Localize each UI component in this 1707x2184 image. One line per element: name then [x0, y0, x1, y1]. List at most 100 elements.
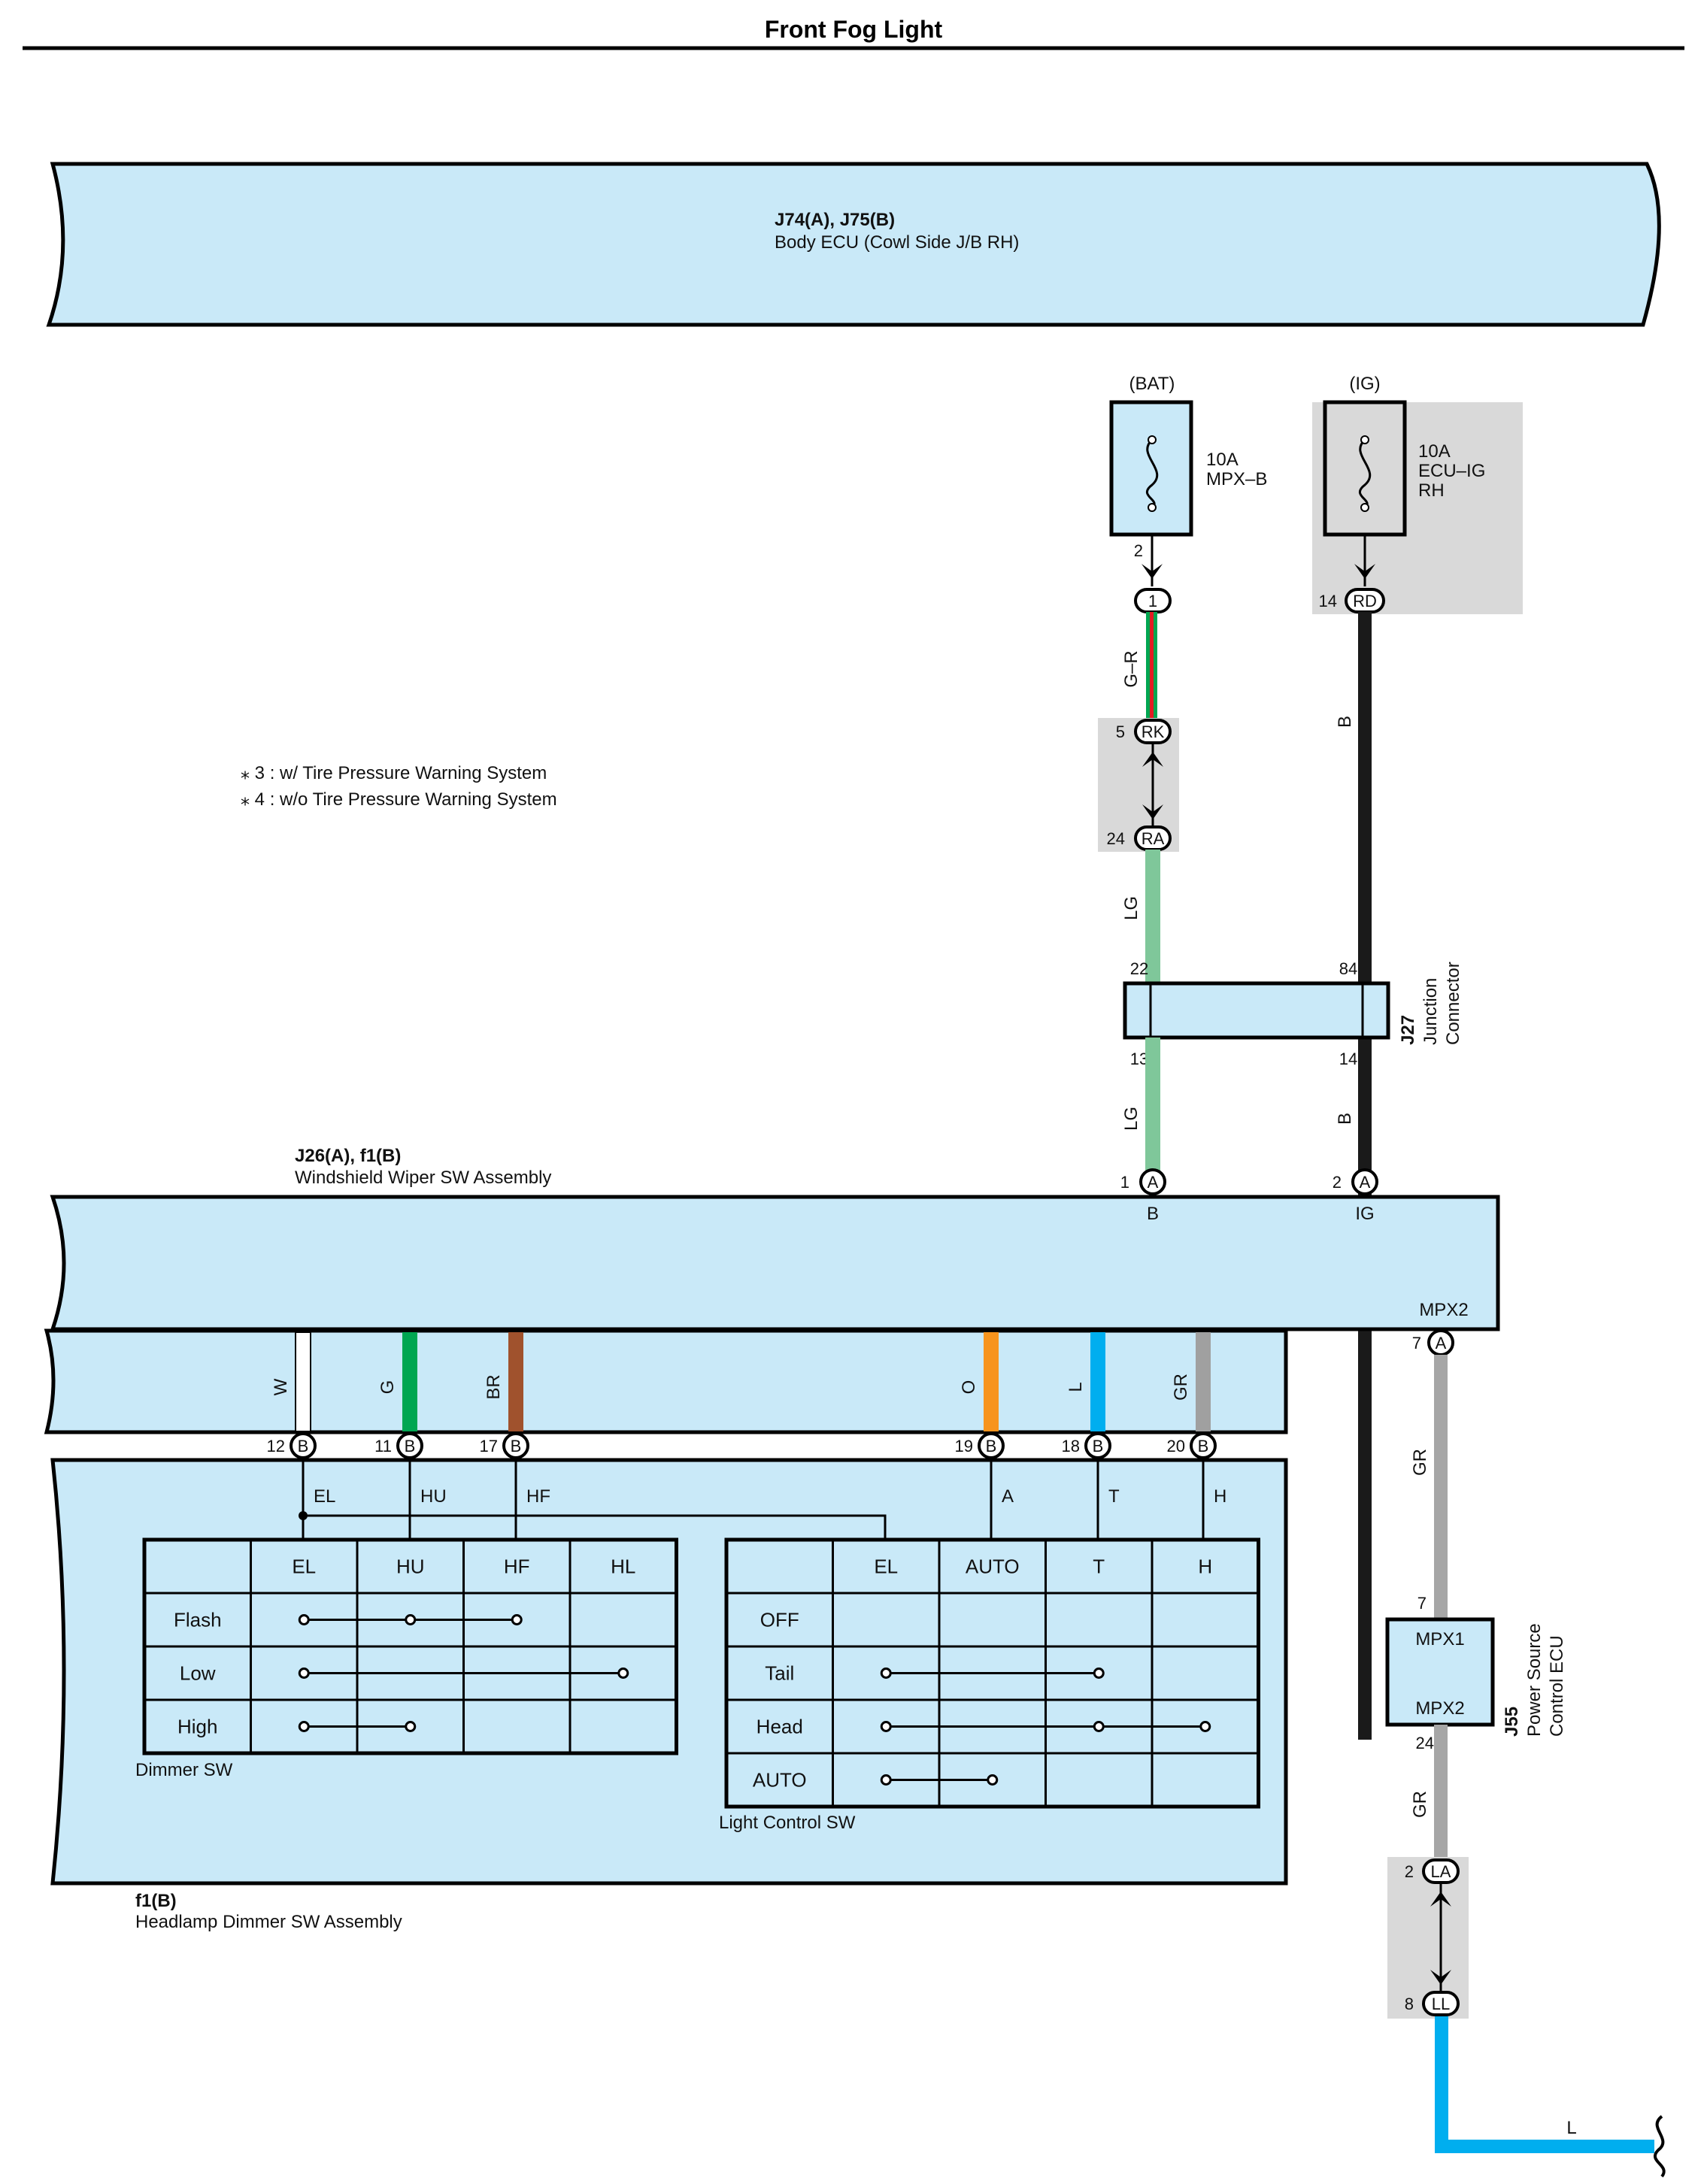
pin-connector-label: B: [298, 1437, 309, 1455]
junction-name2: Connector: [1443, 962, 1463, 1045]
wire-label-b-lower: B: [1335, 1113, 1355, 1125]
junction-code: J27: [1398, 1015, 1418, 1045]
power-ecu-code: J55: [1502, 1707, 1522, 1737]
rk-label: RK: [1142, 722, 1165, 741]
pin-number: 17: [480, 1437, 498, 1455]
la-ll-shade: [1387, 1857, 1469, 2019]
fuse-bat-rating: 10A: [1206, 450, 1239, 470]
switch-contact: [880, 1774, 892, 1786]
wire-gr-right: [1434, 1355, 1448, 1619]
wire-label-l: L: [1566, 2118, 1576, 2138]
switch-contact: [617, 1668, 629, 1679]
ll-pin: 8: [1405, 1995, 1414, 2013]
fuse-bat-name: MPX–B: [1206, 469, 1267, 489]
table-row-label: AUTO: [753, 1769, 807, 1792]
pin-connector-label: B: [986, 1437, 997, 1455]
wire-label-lg-upper: LG: [1121, 896, 1142, 920]
light-control-caption: Light Control SW: [719, 1813, 856, 1833]
pin-number: 20: [1167, 1437, 1185, 1455]
power-ecu-pin-bottom: 24: [1416, 1734, 1434, 1752]
fuse-bat-supply: (BAT): [1129, 374, 1175, 394]
inner-wire-label: O: [959, 1380, 979, 1395]
wiper-term-mpx2: MPX2: [1419, 1300, 1468, 1320]
la-label: LA: [1431, 1862, 1451, 1881]
table-header: T: [1093, 1555, 1105, 1578]
rd-connector-pin: 14: [1319, 592, 1337, 610]
arrow-bat: [1142, 564, 1163, 579]
inner-wire-o: [984, 1332, 999, 1431]
ll-connector: [1422, 1991, 1460, 2016]
wiper-sw-connectors: J26(A), f1(B): [295, 1146, 401, 1166]
fuse-ig-box: [1323, 400, 1407, 537]
dimmer-sw-caption: Dimmer SW: [135, 1760, 233, 1780]
inner-wire-l: [1090, 1332, 1105, 1431]
wiper-term-ig: IG: [1355, 1204, 1374, 1224]
inner-wire-label: BR: [484, 1374, 504, 1399]
inner-wire-br: [508, 1332, 523, 1431]
wiper-sw-name: Windshield Wiper SW Assembly: [295, 1168, 551, 1188]
table-header: HF: [504, 1555, 530, 1578]
body-ecu-box: [46, 162, 1661, 327]
wire-label-gr-right: GR: [1410, 1449, 1430, 1476]
wire-l-bottom: [1435, 2016, 1654, 2153]
note-3: ⁎ 3 : w/ Tire Pressure Warning System: [241, 763, 547, 783]
rk-connector: [1134, 719, 1172, 744]
junction-pin-tr: 84: [1339, 959, 1357, 978]
junction-pin-br: 14: [1339, 1050, 1357, 1068]
inner-wire-gr: [1196, 1332, 1211, 1431]
fuse-bat-symbol: [1145, 438, 1159, 509]
table-header: EL: [874, 1555, 898, 1578]
inner-wire-label: W: [271, 1378, 291, 1395]
fuse-ig-rating: 10A: [1418, 441, 1451, 462]
inner-wire-label: G: [377, 1380, 398, 1395]
pin-connector-label: B: [1198, 1437, 1209, 1455]
inner-wire-g: [402, 1332, 417, 1431]
switch-contact: [1093, 1668, 1105, 1679]
headlamp-sw-connector: f1(B): [135, 1891, 177, 1911]
switch-contact: [1199, 1721, 1211, 1732]
wire-label-lg-lower: LG: [1121, 1107, 1142, 1131]
pin-number: 18: [1062, 1437, 1080, 1455]
switch-contact: [298, 1668, 310, 1679]
terminal-label: EL: [314, 1486, 335, 1507]
wire-label-gr: G–R: [1121, 650, 1142, 687]
wiper-pin-a1: [1139, 1168, 1166, 1195]
ra-label: RA: [1142, 829, 1165, 848]
wire-label-gr-right-lower: GR: [1410, 1791, 1430, 1818]
table-row-label: High: [177, 1716, 217, 1738]
terminal-label: T: [1108, 1486, 1120, 1507]
el-branch-wire: [303, 1514, 887, 1538]
table-row-label: Low: [180, 1662, 216, 1685]
switch-contact: [405, 1721, 417, 1732]
switch-contact: [298, 1721, 310, 1732]
table-header: HL: [611, 1555, 635, 1578]
la-connector: [1422, 1858, 1460, 1884]
la-pin: 2: [1405, 1862, 1414, 1881]
power-source-ecu-box: [1385, 1617, 1495, 1727]
ll-label: LL: [1432, 1995, 1450, 2013]
rk-pin: 5: [1116, 722, 1125, 741]
fuse-bat-box: [1109, 400, 1193, 537]
body-ecu-connectors: J74(A), J75(B): [775, 210, 895, 230]
pin-number: 11: [374, 1437, 392, 1455]
inner-wire-w: [295, 1331, 311, 1432]
fuse-ig-symbol: [1358, 438, 1372, 509]
wire-break-icon: [1653, 2115, 1666, 2178]
pin-connector-label: B: [511, 1437, 522, 1455]
switch-contact: [987, 1774, 999, 1786]
wiper-sw-inner-band: [44, 1328, 1288, 1434]
power-ecu-pin-top: 7: [1417, 1594, 1427, 1613]
svg-text:A: A: [1360, 1173, 1371, 1192]
wiper-pin-a2: [1351, 1168, 1378, 1195]
wiper-pin-a1-num: 1: [1120, 1173, 1129, 1192]
switch-contact: [880, 1668, 892, 1679]
rd-connector-label: RD: [1353, 592, 1377, 610]
pin-number: 12: [267, 1437, 285, 1455]
table-header: H: [1198, 1555, 1212, 1578]
switch-contact: [1093, 1721, 1105, 1732]
